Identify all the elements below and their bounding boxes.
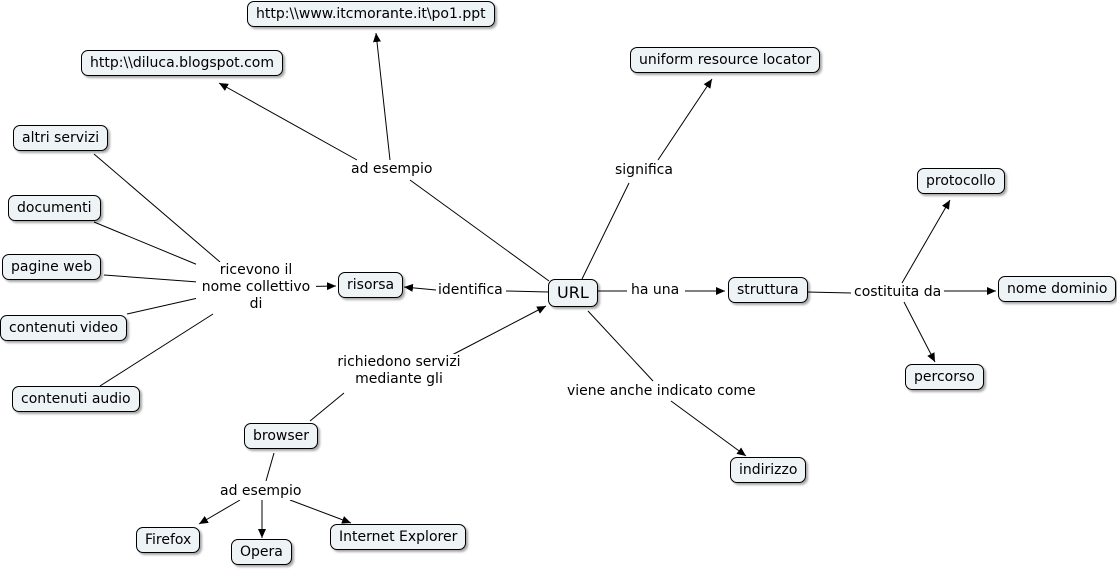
edge-contenuti-audio-ricevono	[99, 313, 214, 387]
concept-internet-explorer[interactable]: Internet Explorer	[330, 524, 467, 550]
link-label-ad-esempio: ad esempio	[349, 161, 435, 178]
edge-ad-esempio-ie	[289, 499, 352, 524]
concept-opera[interactable]: Opera	[231, 539, 292, 565]
link-label-ha-una: ha una	[629, 282, 682, 299]
link-label-ricevono-nome-collettivo: ricevono il nome collettivo di	[196, 262, 316, 313]
concept-altri-servizi[interactable]: altri servizi	[13, 125, 109, 151]
concept-url[interactable]: URL	[548, 279, 598, 307]
edge-struttura-costituita	[806, 291, 852, 294]
concept-protocollo[interactable]: protocollo	[917, 168, 1005, 194]
concept-firefox[interactable]: Firefox	[136, 527, 201, 553]
concept-indirizzo[interactable]: indirizzo	[730, 457, 807, 483]
concept-link-diluca[interactable]: http:\\diluca.blogspot.com	[81, 50, 283, 76]
concept-link-itcmorante[interactable]: http:\\www.itcmorante.it\po1.ppt	[247, 1, 495, 27]
link-label-line: di	[249, 296, 263, 312]
edge-browser-ad-esempio	[265, 452, 275, 482]
link-label-ad-esempio-browser: ad esempio	[218, 483, 304, 500]
edge-costituita-percorso	[903, 301, 936, 363]
edge-significa-uniform	[657, 78, 713, 161]
concept-documenti[interactable]: documenti	[8, 195, 101, 221]
edge-documenti-ricevono	[93, 221, 199, 266]
concept-risorsa[interactable]: risorsa	[338, 272, 404, 298]
link-label-viene-anche-indicato-come: viene anche indicato come	[565, 383, 758, 400]
edge-ad-esempio-firefox	[198, 499, 241, 525]
concept-percorso[interactable]: percorso	[905, 364, 984, 390]
link-label-significa: significa	[613, 162, 675, 179]
concept-contenuti-video[interactable]: contenuti video	[0, 315, 128, 341]
edge-richiedono-url	[449, 305, 547, 357]
concept-browser[interactable]: browser	[244, 423, 319, 449]
edge-ad-esempio-itcmorante	[373, 32, 391, 161]
edge-url-ad-esempio	[409, 179, 550, 282]
concept-nome-dominio[interactable]: nome dominio	[998, 276, 1117, 302]
edge-browser-richiedono	[309, 392, 345, 422]
concept-uniform-resource-locator[interactable]: uniform resource locator	[630, 47, 821, 73]
edge-contenuti-video-ricevono	[126, 297, 199, 315]
edge-pagine-web-ricevono	[103, 274, 199, 283]
link-label-line: mediante gli	[355, 371, 443, 387]
edge-url-significa	[581, 182, 630, 280]
concept-pagine-web[interactable]: pagine web	[2, 254, 102, 280]
concept-contenuti-audio[interactable]: contenuti audio	[12, 386, 140, 412]
link-label-line: nome collettivo	[201, 279, 311, 295]
edge-viene-anche-indirizzo	[670, 400, 747, 457]
edge-url-identifica	[505, 290, 549, 293]
link-label-richiedono-servizi: richiedono servizi mediante gli	[334, 354, 464, 388]
edge-url-viene-anche	[587, 310, 654, 382]
link-label-costituita-da: costituita da	[852, 284, 944, 301]
link-label-line: richiedono servizi	[337, 354, 461, 370]
edge-identifica-risorsa	[403, 283, 437, 292]
link-label-line: ricevono il	[219, 262, 293, 278]
concept-struttura[interactable]: struttura	[728, 277, 808, 303]
link-label-identifica: identifica	[436, 282, 505, 299]
edge-ad-esempio-diluca	[218, 82, 358, 161]
edge-costituita-protocollo	[901, 199, 951, 284]
edge-altri-servizi-ricevono	[93, 153, 221, 263]
